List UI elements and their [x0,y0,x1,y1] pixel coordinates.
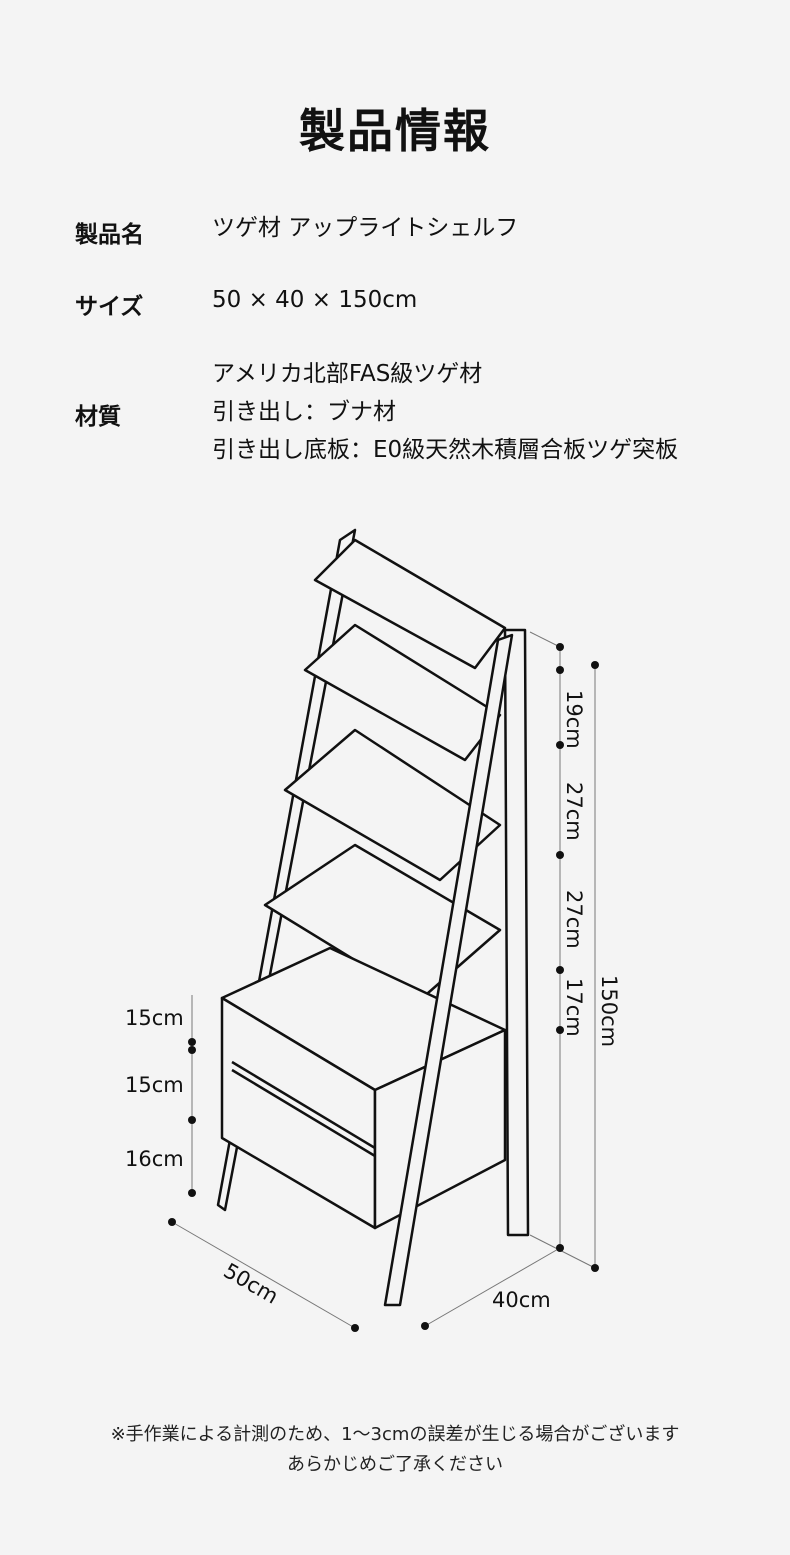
material-line: 引き出し：ブナ材 [212,399,396,425]
dimension-dots [168,643,599,1332]
product-name-value: ツゲ材 アップライトシェルフ [212,215,519,241]
drawer-height-label: 15cm [125,1073,184,1097]
total-height-label: 150cm [597,975,621,1047]
depth-label: 40cm [492,1288,551,1312]
material-values: アメリカ北部FAS級ツゲ材 引き出し：ブナ材 引き出し底板：E0級天然木積層合板… [212,355,678,469]
width-label: 50cm [220,1259,283,1309]
shelf-gap-label: 27cm [562,782,586,841]
material-line: アメリカ北部FAS級ツゲ材 [212,361,483,387]
shelf-gap-label: 19cm [562,690,586,749]
size-value: 50 × 40 × 150cm [212,287,418,313]
measurement-note: ※手作業による計測のため、1〜3cmの誤差が生じる場合がございます あらかじめご… [0,1420,790,1480]
product-name-label: 製品名 [75,222,144,248]
note-line: あらかじめご了承ください [287,1454,503,1475]
shelf-gap-label: 17cm [562,978,586,1037]
size-label: サイズ [75,294,144,320]
page-title: 製品情報 [299,104,491,158]
drawer-height-label: 15cm [125,1006,184,1030]
material-line: 引き出し底板：E0級天然木積層合板ツゲ突板 [212,437,679,463]
shelf-drawing [216,528,530,1307]
drawer-height-label: 16cm [125,1147,184,1171]
shelf-gap-label: 27cm [562,890,586,949]
material-label: 材質 [75,404,121,430]
note-line: ※手作業による計測のため、1〜3cmの誤差が生じる場合がございます [110,1424,680,1445]
